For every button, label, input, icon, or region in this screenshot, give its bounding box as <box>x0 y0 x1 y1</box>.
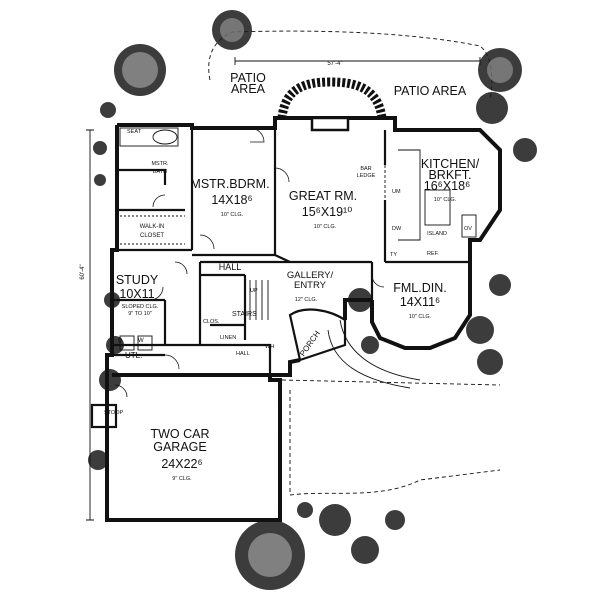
kitchen-name-line: BRKFT. <box>428 168 471 182</box>
ov-label: OV <box>464 226 472 232</box>
ref-label: REF. <box>427 251 439 257</box>
study-size: 10X11 <box>119 287 154 301</box>
walk-in-closet-label-line: CLOSET <box>140 233 164 239</box>
wh-label: WH <box>265 344 274 350</box>
patio-left-label-line: PATIO <box>230 71 266 85</box>
stairs-label: STAIRS <box>232 311 257 318</box>
doors <box>114 127 385 398</box>
garage-name-line: GARAGE <box>153 440 207 454</box>
walk-in-closet-label-line: WALK-IN <box>140 224 165 230</box>
washer-label: W <box>138 338 144 344</box>
patio-left-label-line: AREA <box>231 82 266 96</box>
dryer-label: D <box>118 338 123 344</box>
stoop-label: STOOP <box>104 410 123 416</box>
dining-size: 14X11⁶ <box>400 295 440 309</box>
study-name: STUDY <box>116 273 159 287</box>
bar-ledge-label-line: BAR <box>360 166 371 172</box>
gallery-name-line: GALLERY/ <box>287 270 334 281</box>
overall-depth: 60'-4" <box>80 264 86 279</box>
walk-in-closet-label: WALK-IN CLOSET <box>140 224 165 239</box>
bar-ledge-label-line: LEDGE <box>357 173 376 179</box>
linen-label: LINEN <box>220 335 236 341</box>
garage-name-line: TWO CAR <box>150 427 209 441</box>
landscaping <box>88 10 537 590</box>
kitchen-size: 16⁶X18⁶ <box>424 179 470 193</box>
dimensions <box>86 57 481 521</box>
great-room-size: 15⁶X19¹⁰ <box>302 205 352 219</box>
study-ceiling: SLOPED CLG.9" TO 10" <box>122 304 159 317</box>
driveway <box>281 319 501 496</box>
garage-ceiling: 9" CLG. <box>172 476 192 482</box>
master-bedroom-name: MSTR.BDRM. <box>190 177 269 191</box>
um-label: UM <box>392 189 401 195</box>
master-bedroom-size: 14X18⁶ <box>211 193 252 207</box>
great-room-name: GREAT RM. <box>289 189 357 203</box>
master-bedroom-ceiling: 10" CLG. <box>221 212 244 218</box>
hall2-label: HALL <box>236 351 250 357</box>
garage-size: 24X22⁶ <box>161 457 202 471</box>
hall-label: HALL <box>219 262 242 272</box>
master-bath-label-line: MSTR. <box>151 161 169 167</box>
dw-label: DW <box>392 226 402 232</box>
gallery-name-line: ENTRY <box>294 280 327 291</box>
interior-walls <box>90 116 477 510</box>
ty-label: TY <box>390 252 397 258</box>
kitchen-name-line: KITCHEN/ <box>421 157 480 171</box>
study-ceiling-line: SLOPED CLG. <box>122 304 159 310</box>
seat-label: SEAT <box>127 129 142 135</box>
kitchen-name: KITCHEN/BRKFT. <box>421 157 480 182</box>
master-bath-label-line: BATH <box>153 169 167 175</box>
island-label: ISLAND <box>427 231 447 237</box>
closet-label: CLOS. <box>203 319 220 325</box>
dining-name: FML.DIN. <box>393 281 446 295</box>
dining-ceiling: 10" CLG. <box>409 314 432 320</box>
utility-label: UTL. <box>125 351 142 360</box>
patio-right-label: PATIO AREA <box>394 84 467 98</box>
gallery-name: GALLERY/ENTRY <box>287 270 334 291</box>
great-room-ceiling: 10" CLG. <box>314 224 337 230</box>
master-bath-label: MSTR. BATH <box>151 161 169 175</box>
kitchen-ceiling: 10" CLG. <box>434 197 457 203</box>
gallery-ceiling: 12" CLG. <box>295 297 318 303</box>
up-label: UP <box>250 288 258 294</box>
study-ceiling-line: 9" TO 10" <box>128 311 152 317</box>
overall-width: 57'-4" <box>327 61 342 67</box>
